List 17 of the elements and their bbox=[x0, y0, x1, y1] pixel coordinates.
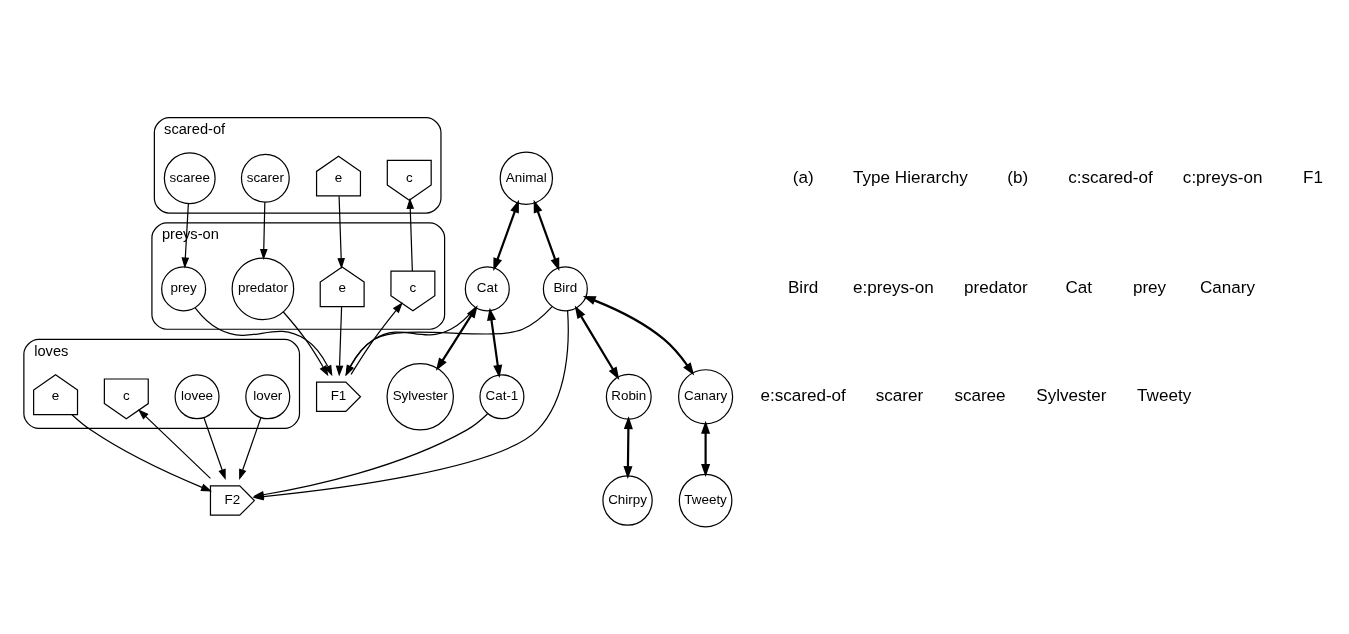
label: Type Hierarchy bbox=[853, 167, 968, 187]
label: Cat bbox=[1065, 277, 1093, 297]
label: Canary bbox=[1200, 277, 1256, 297]
label: (b) bbox=[1007, 167, 1029, 187]
label: c:preys-on bbox=[1182, 167, 1263, 187]
label: scarer bbox=[875, 385, 924, 405]
label: Sylvester bbox=[1036, 385, 1107, 405]
label: c:scared-of bbox=[1068, 167, 1153, 187]
label: scaree bbox=[954, 385, 1006, 405]
label: Bird bbox=[787, 277, 819, 297]
label: prey bbox=[1132, 277, 1167, 297]
label: (a) bbox=[792, 167, 814, 187]
label: e:scared-of bbox=[760, 385, 846, 405]
label: e:preys-on bbox=[853, 277, 934, 297]
label: F1 bbox=[1302, 167, 1323, 187]
label: predator bbox=[964, 277, 1028, 297]
label: Tweety bbox=[1137, 385, 1192, 405]
